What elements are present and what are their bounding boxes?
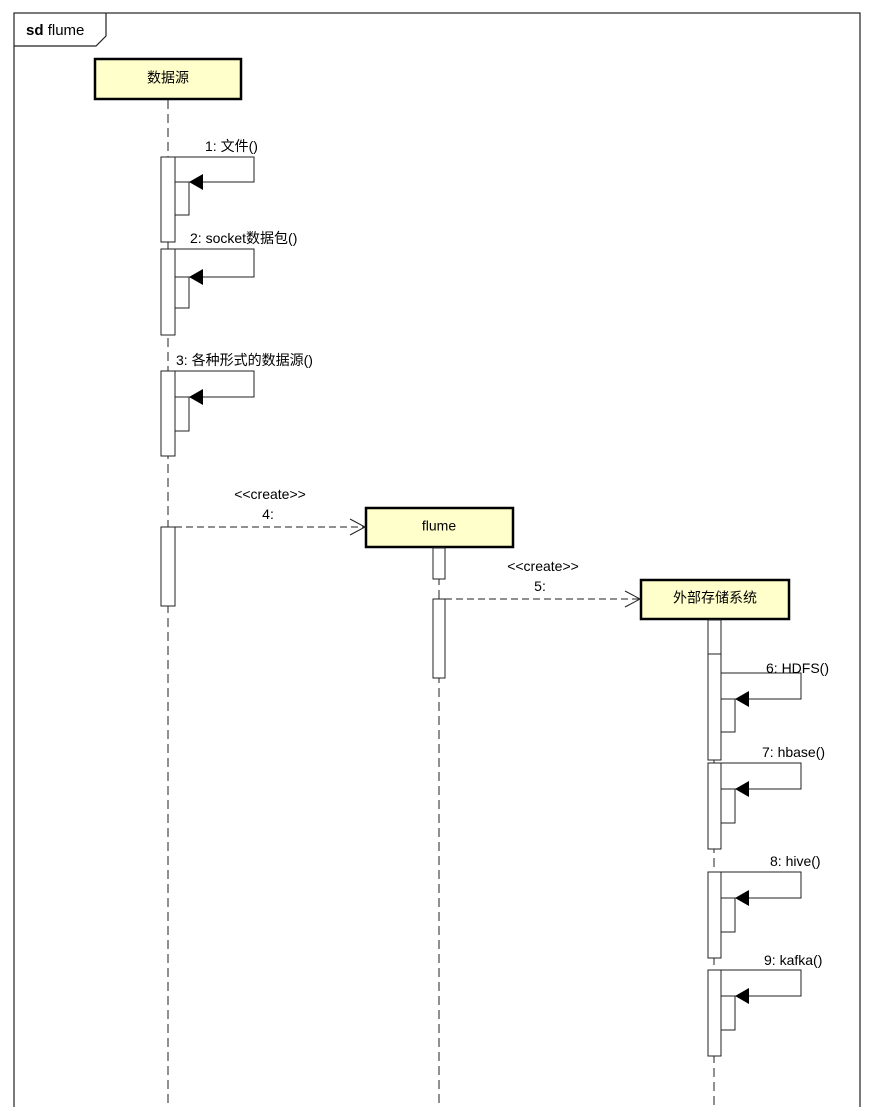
activation-bar [160, 526, 176, 607]
activation-bar [174, 396, 190, 432]
arrowhead-open [349, 518, 367, 536]
message-label: 1: 文件() [205, 138, 258, 154]
activation-bar [160, 370, 176, 457]
participant-label: flume [422, 518, 456, 534]
activation-bar [707, 619, 722, 655]
activation-bar [720, 788, 736, 824]
message-label: 2: socket数据包() [190, 230, 297, 246]
participant-flume[interactable]: flume [364, 506, 515, 549]
activation-bar [174, 181, 190, 216]
message-label: 6: HDFS() [766, 660, 829, 676]
message-6[interactable]: 6: HDFS() [721, 660, 829, 707]
activation-bar [720, 897, 736, 933]
arrowhead-open [624, 590, 642, 608]
activation-bar [432, 598, 446, 679]
message-1[interactable]: 1: 文件() [175, 138, 258, 190]
frame-tab [14, 13, 107, 47]
stereotype-label: <<create>> [507, 558, 579, 574]
arrowhead-filled [189, 174, 203, 190]
message-2[interactable]: 2: socket数据包() [175, 230, 297, 285]
arrowhead-filled [735, 691, 749, 707]
arrowhead-filled [735, 988, 749, 1004]
activation-bar [707, 653, 722, 761]
arrowhead-filled [189, 269, 203, 285]
arrowhead-filled [189, 389, 203, 405]
participant-source[interactable]: 数据源 [93, 57, 243, 101]
arrowhead-filled [735, 890, 749, 906]
message-label: 3: 各种形式的数据源() [176, 352, 313, 368]
message-5-create[interactable]: <<create>> 5: [445, 558, 642, 608]
activation-bar [160, 156, 176, 243]
activation-bar [707, 762, 722, 850]
activation-bar [720, 698, 736, 733]
activation-bar [707, 871, 722, 959]
arrowhead-filled [735, 781, 749, 797]
message-label: 5: [534, 578, 546, 594]
message-9[interactable]: 9: kafka() [721, 952, 822, 1004]
activation-bar [720, 995, 736, 1031]
message-8[interactable]: 8: hive() [721, 853, 821, 906]
participant-label: 数据源 [147, 70, 189, 86]
message-label: 9: kafka() [764, 952, 822, 968]
activation-bar [707, 969, 722, 1057]
diagram-frame [13, 12, 861, 1107]
activation-bar [432, 547, 446, 580]
participant-storage[interactable]: 外部存储系统 [639, 578, 791, 621]
message-label: 7: hbase() [762, 744, 825, 760]
message-label: 8: hive() [770, 853, 821, 869]
frame-title: sd flume [26, 22, 84, 39]
message-4-create[interactable]: <<create>> 4: [175, 486, 367, 536]
participant-label: 外部存储系统 [673, 590, 757, 606]
activation-bar [160, 248, 176, 336]
stereotype-label: <<create>> [234, 486, 306, 502]
message-3[interactable]: 3: 各种形式的数据源() [175, 352, 313, 405]
message-7[interactable]: 7: hbase() [721, 744, 825, 797]
activation-bar [174, 276, 190, 309]
message-label: 4: [262, 506, 274, 522]
